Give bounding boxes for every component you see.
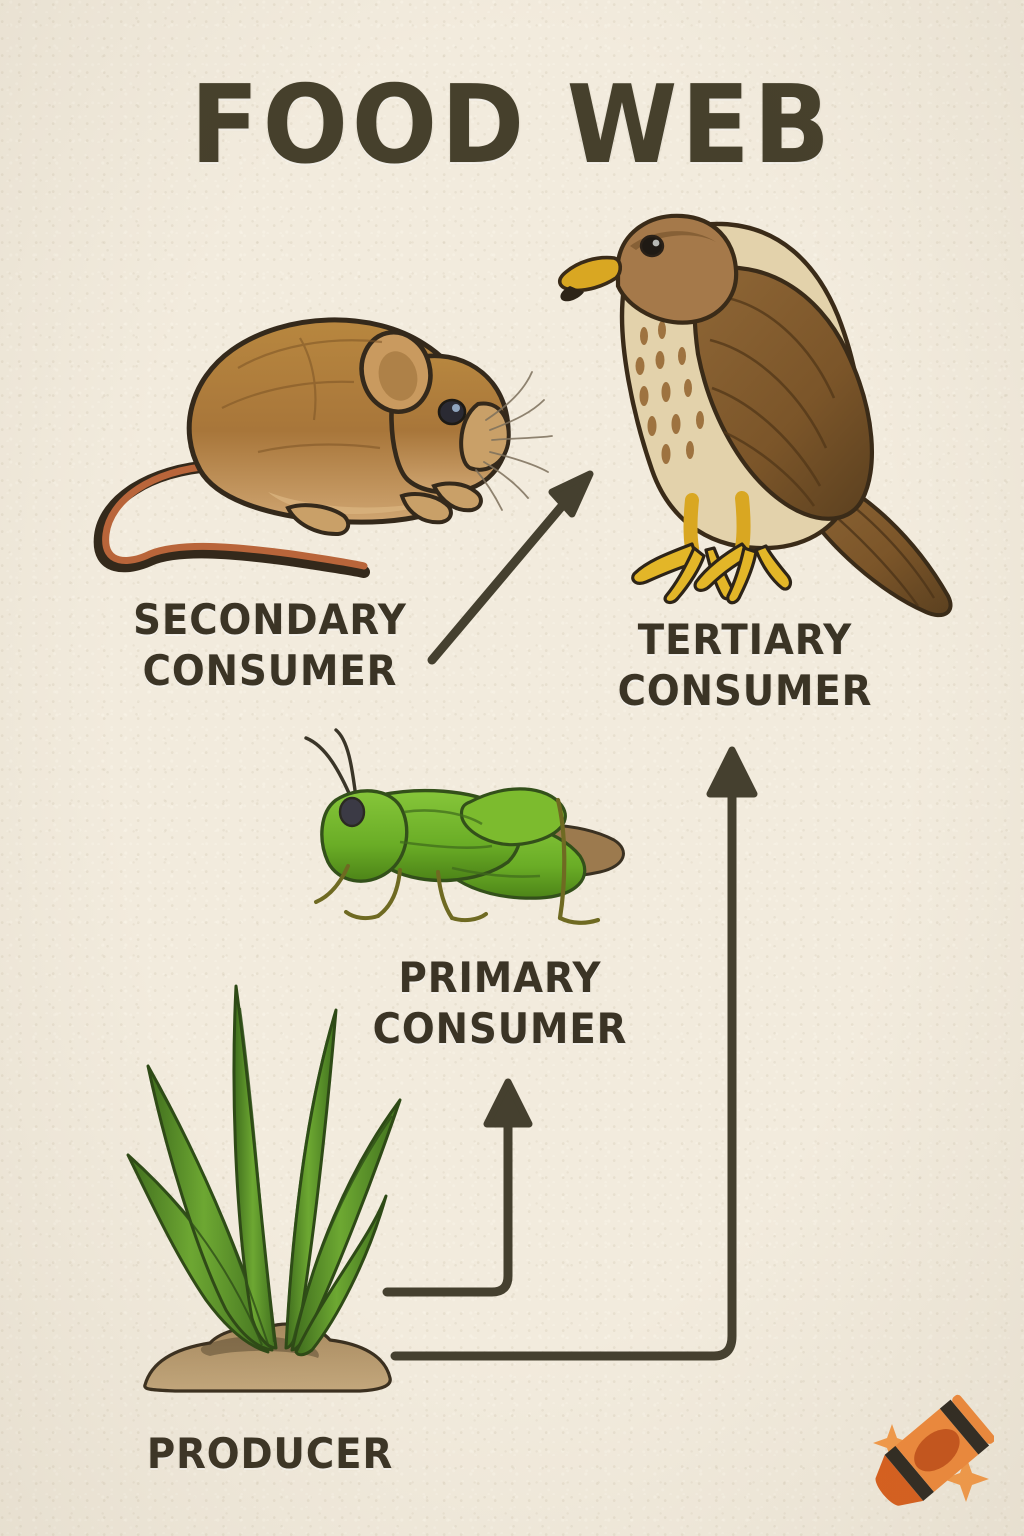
hawk-illustration bbox=[558, 213, 953, 618]
hawk-wing bbox=[692, 265, 875, 521]
grasshopper-legs bbox=[314, 864, 488, 923]
mouse-hind-foot bbox=[285, 503, 351, 537]
mouse-eye bbox=[437, 398, 467, 426]
crayon-end bbox=[952, 1394, 994, 1444]
label-tertiary-consumer: TERTIARY CONSUMER bbox=[617, 615, 873, 716]
mouse-snout bbox=[459, 401, 511, 472]
crayon-logo bbox=[873, 1394, 994, 1506]
grass-plant-illustration bbox=[126, 984, 402, 1393]
crayon-band-upper bbox=[939, 1399, 990, 1455]
hawk-talon bbox=[663, 546, 706, 605]
arrow-grass-to-grasshopper bbox=[382, 1078, 533, 1297]
label-primary-consumer: PRIMARY CONSUMER bbox=[372, 953, 628, 1054]
mouse-illustration bbox=[93, 317, 553, 578]
label-secondary-consumer: SECONDARY CONSUMER bbox=[133, 595, 407, 696]
hawk-legs bbox=[631, 491, 793, 605]
soil-mound bbox=[143, 1322, 392, 1393]
crayon-label-oval bbox=[914, 1429, 960, 1472]
grasshopper-eye bbox=[338, 796, 366, 828]
crayon-band-lower bbox=[884, 1445, 934, 1501]
grasshopper-head bbox=[320, 789, 409, 883]
grasshopper-illustration bbox=[304, 728, 625, 925]
grass-blade bbox=[294, 1194, 388, 1357]
hawk-eye bbox=[639, 234, 665, 258]
mouse-whiskers bbox=[475, 371, 553, 511]
mouse-front-foot bbox=[399, 492, 453, 525]
arrow-layer bbox=[382, 470, 758, 1361]
crayon-tip bbox=[875, 1454, 924, 1506]
sparkle-icon bbox=[873, 1424, 911, 1462]
arrow-mouse-to-hawk bbox=[427, 470, 594, 665]
arrow-grass-to-hawk bbox=[390, 746, 758, 1361]
sparkle-icon bbox=[943, 1456, 989, 1502]
grasshopper-hind-leg bbox=[459, 787, 567, 847]
hawk-beak bbox=[558, 255, 623, 293]
hawk-talon bbox=[754, 544, 793, 591]
label-producer: PRODUCER bbox=[146, 1429, 394, 1478]
hawk-talon bbox=[726, 546, 758, 605]
grasshopper-antennae bbox=[304, 728, 358, 802]
page-title: FOOD WEB bbox=[190, 63, 834, 188]
hawk-talon bbox=[693, 542, 754, 592]
hawk-talon bbox=[631, 542, 700, 585]
